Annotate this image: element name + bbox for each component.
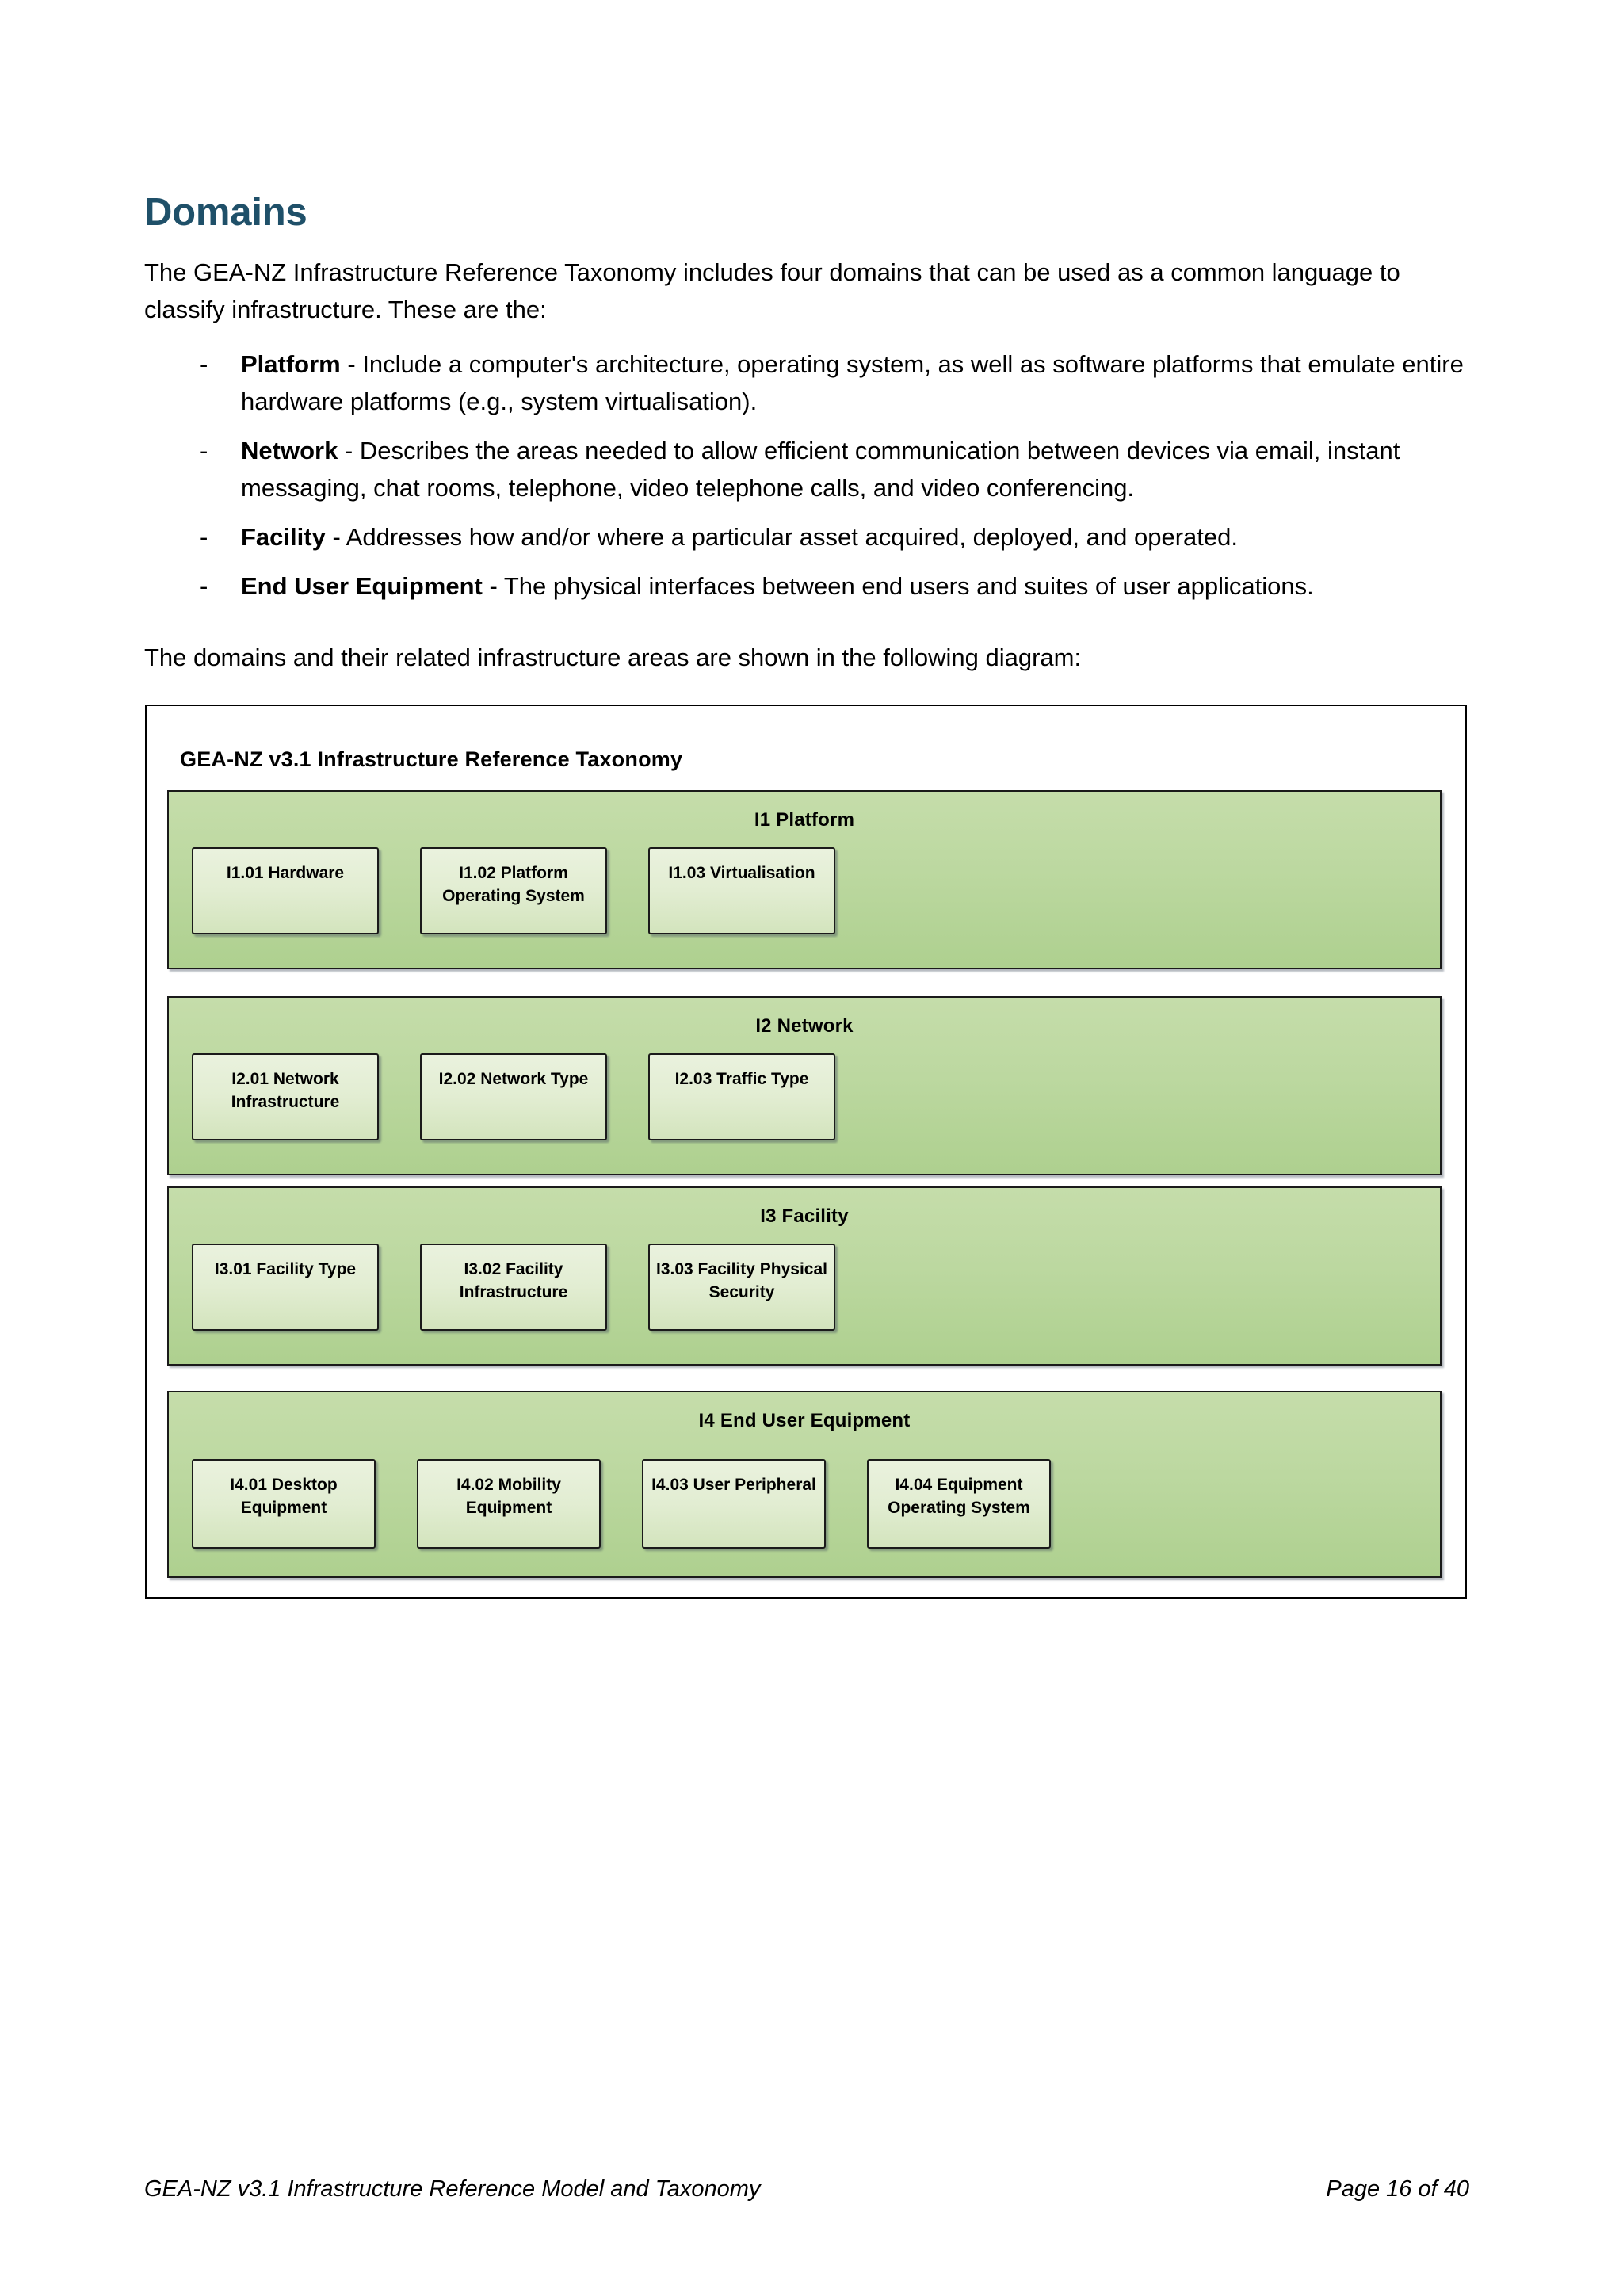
list-item-separator: - — [325, 523, 346, 552]
taxonomy-box-label: I2.02 Network Type — [438, 1070, 589, 1089]
diagram-title: GEA-NZ v3.1 Infrastructure Reference Tax… — [180, 747, 683, 772]
taxonomy-box[interactable]: I1.03 Virtualisation — [648, 847, 835, 935]
page-footer: GEA-NZ v3.1 Infrastructure Reference Mod… — [144, 2176, 1469, 2202]
list-item: -End User Equipment - The physical inter… — [144, 567, 1469, 605]
footer-page-number: Page 16 of 40 — [1326, 2176, 1469, 2202]
bullet-marker: - — [200, 572, 208, 601]
band-boxes: I3.01 Facility Type I3.02 Facility Infra… — [192, 1244, 835, 1331]
domain-band-platform: I1 Platform I1.01 Hardware I1.02 Platfor… — [167, 790, 1442, 970]
intro-paragraph: The GEA-NZ Infrastructure Reference Taxo… — [144, 258, 1400, 324]
list-item-separator: - — [482, 572, 504, 601]
band-boxes: I2.01 Network Infrastructure I2.02 Netwo… — [192, 1053, 835, 1141]
taxonomy-box[interactable]: I3.02 Facility Infrastructure — [420, 1244, 607, 1331]
taxonomy-box[interactable]: I4.02 Mobility Equipment — [417, 1459, 601, 1549]
taxonomy-box[interactable]: I4.01 Desktop Equipment — [192, 1459, 376, 1549]
bullet-marker: - — [200, 523, 208, 552]
list-item-term: Network — [241, 437, 338, 465]
list-item: -Network - Describes the areas needed to… — [144, 432, 1469, 506]
footer-document-title: GEA-NZ v3.1 Infrastructure Reference Mod… — [144, 2176, 761, 2202]
band-title: I4 End User Equipment — [698, 1410, 911, 1432]
taxonomy-box[interactable]: I2.02 Network Type — [420, 1053, 607, 1141]
bullet-marker: - — [200, 437, 208, 465]
list-item-separator: - — [338, 437, 360, 465]
taxonomy-box-label: I3.02 Facility Infrastructure — [459, 1260, 568, 1302]
taxonomy-box[interactable]: I2.01 Network Infrastructure — [192, 1053, 379, 1141]
taxonomy-box-label: I1.03 Virtualisation — [668, 864, 815, 883]
taxonomy-box-label: I2.03 Traffic Type — [674, 1070, 809, 1089]
page-title: Domains — [144, 191, 307, 234]
list-item-description: Addresses how and/or where a particular … — [346, 523, 1238, 552]
page-content: Domains The GEA-NZ Infrastructure Refere… — [144, 0, 1469, 1599]
band-title: I2 Network — [755, 1015, 854, 1037]
lead-in-paragraph: The domains and their related infrastruc… — [144, 644, 1082, 672]
list-item-description: Include a computer's architecture, opera… — [241, 350, 1464, 416]
domain-band-facility: I3 Facility I3.01 Facility Type I3.02 Fa… — [167, 1186, 1442, 1366]
taxonomy-box-label: I3.01 Facility Type — [214, 1260, 357, 1279]
taxonomy-box[interactable]: I1.02 Platform Operating System — [420, 847, 607, 935]
list-item-term: Facility — [241, 523, 326, 552]
taxonomy-box-label: I2.01 Network Infrastructure — [231, 1070, 340, 1112]
taxonomy-box[interactable]: I4.03 User Peripheral — [642, 1459, 826, 1549]
list-item-separator: - — [340, 350, 363, 379]
bullet-marker: - — [200, 350, 208, 379]
taxonomy-box-label: I1.02 Platform Operating System — [442, 864, 585, 906]
domain-band-network: I2 Network I2.01 Network Infrastructure … — [167, 996, 1442, 1176]
list-item-description: Describes the areas needed to allow effi… — [241, 437, 1400, 502]
taxonomy-box-label: I4.04 Equipment Operating System — [888, 1476, 1030, 1518]
domain-band-end-user-equipment: I4 End User Equipment I4.01 Desktop Equi… — [167, 1391, 1442, 1579]
taxonomy-box[interactable]: I1.01 Hardware — [192, 847, 379, 935]
taxonomy-box[interactable]: I3.01 Facility Type — [192, 1244, 379, 1331]
list-item-term: Platform — [241, 350, 341, 379]
band-title: I1 Platform — [754, 809, 855, 831]
band-boxes: I1.01 Hardware I1.02 Platform Operating … — [192, 847, 835, 935]
list-item: -Facility - Addresses how and/or where a… — [144, 518, 1469, 556]
list-item: -Platform - Include a computer's archite… — [144, 346, 1469, 420]
taxonomy-diagram: GEA-NZ v3.1 Infrastructure Reference Tax… — [145, 705, 1467, 1599]
band-title: I3 Facility — [760, 1205, 849, 1228]
taxonomy-box-label: I3.03 Facility Physical Security — [656, 1260, 827, 1302]
list-item-description: The physical interfaces between end user… — [503, 572, 1314, 601]
taxonomy-box[interactable]: I3.03 Facility Physical Security — [648, 1244, 835, 1331]
taxonomy-box-label: I4.03 User Peripheral — [651, 1476, 816, 1495]
band-boxes: I4.01 Desktop Equipment I4.02 Mobility E… — [192, 1459, 1051, 1549]
domains-list: -Platform - Include a computer's archite… — [144, 328, 1469, 605]
taxonomy-box-label: I4.01 Desktop Equipment — [230, 1476, 338, 1518]
taxonomy-box[interactable]: I2.03 Traffic Type — [648, 1053, 835, 1141]
taxonomy-box[interactable]: I4.04 Equipment Operating System — [867, 1459, 1051, 1549]
list-item-term: End User Equipment — [241, 572, 483, 601]
taxonomy-box-label: I1.01 Hardware — [226, 864, 345, 883]
taxonomy-box-label: I4.02 Mobility Equipment — [456, 1476, 561, 1518]
